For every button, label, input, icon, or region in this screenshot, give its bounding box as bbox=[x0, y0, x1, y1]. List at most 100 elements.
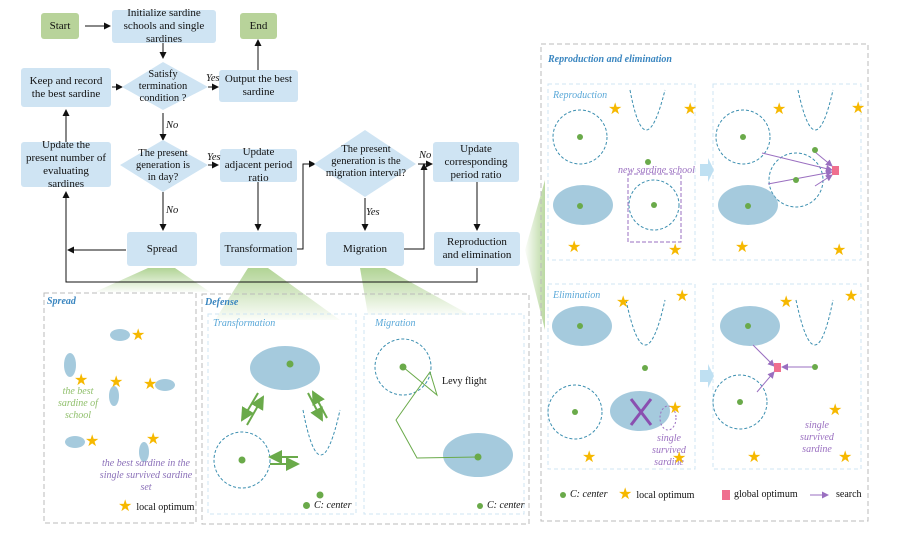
reproduction-title: Reproduction bbox=[553, 90, 608, 101]
defense-title: Defense bbox=[205, 297, 239, 308]
transformation-title: Transformation bbox=[213, 318, 276, 329]
star-icon: ★ bbox=[668, 242, 683, 259]
circle-school bbox=[374, 338, 432, 396]
levy-flight-label: Levy flight bbox=[442, 376, 487, 387]
v-school bbox=[625, 299, 666, 346]
migration-interval-label: The present generation is the migration … bbox=[325, 144, 407, 179]
star-icon: ★ bbox=[582, 449, 597, 466]
legend-center: C: center bbox=[560, 489, 608, 500]
star-icon: ★ bbox=[675, 288, 690, 305]
star-icon: ★ bbox=[772, 101, 787, 118]
circle-school bbox=[628, 179, 680, 231]
star-icon: ★ bbox=[838, 449, 853, 466]
reproduction-frame bbox=[547, 83, 696, 261]
legend-local-optimum: ★local optimum bbox=[118, 498, 195, 515]
star-icon: ★ bbox=[683, 101, 698, 118]
no-label: No bbox=[419, 150, 432, 161]
v-school bbox=[795, 299, 834, 346]
spread-node: Spread bbox=[127, 232, 197, 266]
re-panel-frame bbox=[540, 43, 869, 522]
no-label: No bbox=[166, 205, 179, 216]
transition-arrow-2 bbox=[700, 364, 714, 388]
star-icon: ★ bbox=[747, 449, 762, 466]
star-icon: ★ bbox=[608, 101, 623, 118]
global-optimum-marker bbox=[832, 166, 839, 175]
elimination-title: Elimination bbox=[553, 290, 601, 301]
transition-arrow-1 bbox=[700, 158, 714, 182]
star-icon: ★ bbox=[735, 239, 750, 256]
migration-frame bbox=[363, 313, 525, 515]
levy-flight-path bbox=[395, 366, 479, 459]
update-adjacent-node: Update adjacent period ratio bbox=[220, 146, 297, 184]
star-icon: ★ bbox=[668, 400, 683, 417]
legend-center: C: center bbox=[303, 500, 352, 511]
elimination-result-frame bbox=[712, 283, 862, 470]
circle-school bbox=[552, 109, 608, 165]
update-corresponding-node: Update corresponding period ratio bbox=[433, 142, 519, 182]
legend-search: search bbox=[810, 489, 862, 500]
new-school-label: new sardine school bbox=[618, 165, 695, 176]
note-best-school: the best sardine of school bbox=[58, 386, 98, 421]
defense-panel-frame bbox=[201, 293, 530, 525]
legend-global-optimum: global optimum bbox=[722, 489, 798, 500]
star-icon: ★ bbox=[85, 433, 100, 450]
spread-wedge bbox=[95, 268, 210, 292]
global-optimum-icon bbox=[722, 489, 730, 500]
star-icon: ★ bbox=[118, 498, 133, 515]
no-label: No bbox=[166, 120, 179, 131]
v-school bbox=[797, 89, 834, 131]
star-icon: ★ bbox=[131, 327, 146, 344]
single-survived-label: single survived sardine bbox=[652, 433, 686, 468]
yes-label: Yes bbox=[366, 207, 380, 218]
circle-school bbox=[712, 374, 768, 430]
circle-school bbox=[768, 152, 824, 208]
fish bbox=[65, 436, 85, 448]
center-dot-icon bbox=[477, 502, 483, 509]
center-dot-icon bbox=[303, 502, 310, 509]
repro-elim-node: Reproduction and elimination bbox=[434, 232, 520, 266]
star-icon: ★ bbox=[844, 288, 859, 305]
fish bbox=[64, 353, 76, 377]
re-title: Reproduction and elimination bbox=[548, 54, 672, 65]
star-icon: ★ bbox=[74, 372, 89, 389]
new-school-box bbox=[627, 173, 682, 243]
update-count-node: Update the present number of evaluating … bbox=[21, 139, 111, 190]
star-icon: ★ bbox=[109, 374, 124, 391]
circle-school bbox=[547, 384, 603, 440]
end-node: End bbox=[240, 13, 277, 39]
spread-title: Spread bbox=[47, 296, 76, 307]
legend-center: C: center bbox=[477, 500, 525, 511]
single-sardine-ring bbox=[659, 405, 677, 431]
search-arrow-icon bbox=[810, 491, 829, 498]
yes-label: Yes bbox=[206, 73, 220, 84]
migration-wedge bbox=[360, 268, 470, 315]
star-icon: ★ bbox=[832, 242, 847, 259]
transformation-node: Transformation bbox=[220, 232, 297, 266]
termination-label: Satisfy termination condition ? bbox=[138, 69, 188, 104]
fish bbox=[109, 386, 119, 406]
single-survived-label: single survived sardine bbox=[800, 420, 834, 455]
star-icon: ★ bbox=[567, 239, 582, 256]
center-dot-icon bbox=[560, 491, 566, 498]
yes-label: Yes bbox=[207, 152, 221, 163]
re-wedge bbox=[525, 180, 545, 330]
star-icon: ★ bbox=[828, 402, 843, 419]
star-icon: ★ bbox=[618, 486, 633, 503]
in-day-label: The present generation is in day? bbox=[136, 148, 190, 183]
fish bbox=[139, 442, 149, 462]
init-node: Initialize sardine schools and single sa… bbox=[112, 7, 216, 45]
stream-school bbox=[250, 346, 320, 390]
fish bbox=[110, 329, 130, 341]
keep-record-node: Keep and record the best sardine bbox=[21, 68, 111, 107]
legend-local-optimum: ★local optimum bbox=[618, 486, 695, 503]
v-school bbox=[302, 409, 341, 456]
star-icon: ★ bbox=[779, 294, 794, 311]
star-icon: ★ bbox=[851, 100, 866, 117]
note-best-single: the best sardine in the single survived … bbox=[99, 458, 193, 493]
output-best-node: Output the best sardine bbox=[219, 70, 298, 102]
star-icon: ★ bbox=[672, 450, 687, 467]
migration-node: Migration bbox=[326, 232, 404, 266]
transformation-frame bbox=[207, 313, 357, 515]
fish bbox=[155, 379, 175, 391]
